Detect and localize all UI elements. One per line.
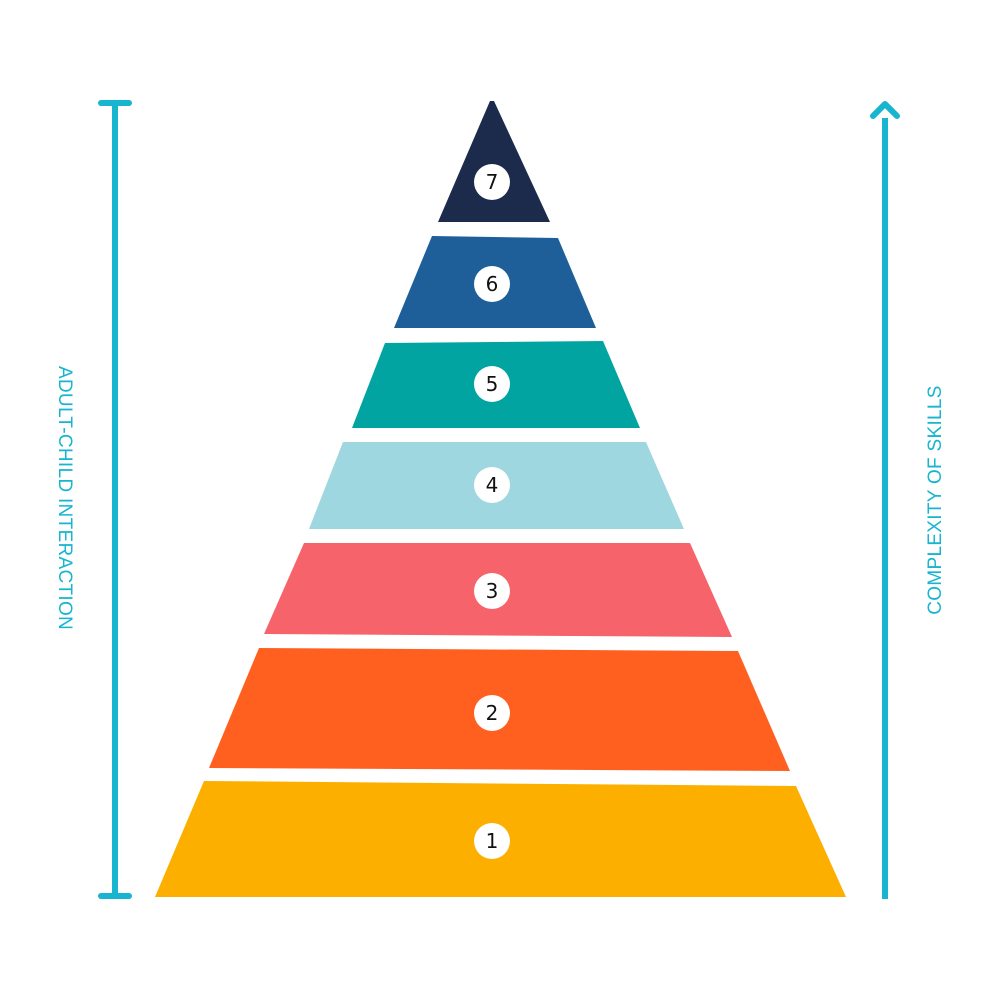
pyramid-level-2: 2 [209,648,790,771]
pyramid-level-1: 1 [155,781,846,897]
pyramid-level-6: 6 [394,236,596,328]
arrow-up-icon [870,101,900,899]
left-axis: ADULT-CHILD INTERACTION [54,100,132,899]
right-axis-label: COMPLEXITY OF SKILLS [925,385,946,615]
level-badge [474,266,510,302]
pyramid-level-shape [438,101,550,222]
level-badge [474,467,510,503]
level-badge [474,164,510,200]
level-badge [474,366,510,402]
pyramid-level-5: 5 [352,341,640,428]
level-number: 7 [486,170,499,194]
level-number: 5 [486,372,499,396]
level-number: 2 [486,701,499,725]
pyramid-level-4: 4 [309,442,684,529]
level-number: 6 [486,272,499,296]
pyramid-level-7: 7 [438,101,550,222]
level-badge [474,573,510,609]
level-badge [474,823,510,859]
level-number: 3 [486,579,499,603]
pyramid: 1 2 3 4 5 6 7 [155,101,846,897]
bracket-line-icon [98,100,132,899]
level-number: 4 [486,473,499,497]
right-axis-arrowhead [870,101,900,119]
pyramid-level-3: 3 [264,543,732,637]
right-axis: COMPLEXITY OF SKILLS [870,101,946,899]
left-axis-label: ADULT-CHILD INTERACTION [54,366,75,630]
level-number: 1 [486,829,499,853]
level-badge [474,695,510,731]
